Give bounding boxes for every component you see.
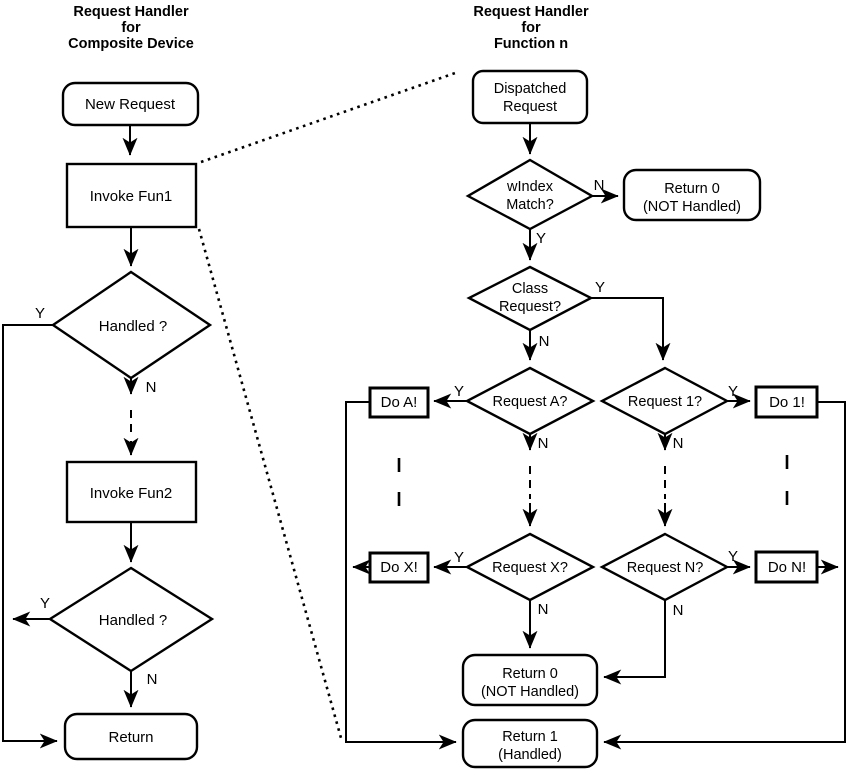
node-request-n-label: Request N?	[627, 560, 704, 576]
request-1-yes-label: Y	[728, 383, 738, 400]
node-invoke-fun2-label: Invoke Fun2	[90, 485, 173, 502]
node-do-x	[368, 551, 430, 584]
windex-no-label: N	[594, 177, 605, 194]
node-handled-1-label: Handled ?	[99, 318, 167, 335]
right-title-line1: Request Handler	[473, 4, 589, 20]
node-return1	[461, 718, 599, 769]
edge-class-yes-to-request1	[591, 297, 671, 361]
edge-requestn-no-to-return0	[603, 600, 666, 685]
request-a-no-label: N	[538, 435, 549, 452]
request-1-no-label: N	[673, 435, 684, 452]
node-return0-top	[622, 168, 762, 222]
node-do-a-label: Do A!	[381, 394, 418, 411]
node-dispatched-line2: Request	[503, 99, 557, 115]
node-do-n-label: Do N!	[768, 559, 806, 576]
node-return1-line2: (Handled)	[498, 747, 562, 763]
request-x-yes-label: Y	[454, 549, 464, 566]
node-request-x-label: Request X?	[492, 560, 568, 576]
left-title-line3: Composite Device	[68, 36, 194, 52]
edge-doa-to-return1	[345, 401, 457, 750]
node-invoke-fun2	[65, 460, 198, 524]
edge-handled1-yes-to-return	[2, 324, 58, 749]
node-return0-bottom-line1: Return 0	[502, 666, 558, 682]
node-windex-line1: wIndex	[506, 179, 554, 195]
node-return-label: Return	[108, 729, 153, 746]
node-return0-top-line1: Return 0	[664, 181, 720, 197]
request-n-yes-label: Y	[728, 548, 738, 565]
node-return	[63, 712, 199, 761]
node-return0-bottom	[461, 653, 599, 707]
node-request-a-label: Request A?	[493, 394, 568, 410]
node-return0-top-line2: (NOT Handled)	[643, 199, 741, 215]
handled1-no-label: N	[146, 379, 157, 396]
request-n-no-label: N	[673, 602, 684, 619]
node-class-line2: Request?	[499, 299, 561, 315]
node-windex-line2: Match?	[506, 197, 554, 213]
handled2-yes-label: Y	[40, 595, 50, 612]
node-class-line1: Class	[512, 281, 548, 297]
class-yes-label: Y	[595, 279, 605, 296]
node-invoke-fun1	[65, 162, 198, 229]
left-title-line2: for	[121, 20, 141, 36]
node-do-1-label: Do 1!	[769, 394, 805, 411]
class-no-label: N	[539, 333, 550, 350]
node-return0-bottom-line2: (NOT Handled)	[481, 684, 579, 700]
node-return1-line1: Return 1	[502, 729, 558, 745]
right-title-line2: for	[521, 20, 541, 36]
handled2-no-label: N	[147, 671, 158, 688]
request-x-no-label: N	[538, 601, 549, 618]
node-do-x-label: Do X!	[380, 559, 418, 576]
request-a-yes-label: Y	[454, 383, 464, 400]
node-dispatched-request	[471, 69, 589, 125]
dotted-zoom-line-bottom	[197, 228, 343, 739]
node-new-request-label: New Request	[85, 96, 176, 113]
handled1-yes-label: Y	[35, 305, 45, 322]
windex-yes-label: Y	[536, 230, 546, 247]
edge-do1-to-return1	[603, 401, 846, 750]
node-invoke-fun1-label: Invoke Fun1	[90, 188, 173, 205]
left-title-line1: Request Handler	[73, 4, 189, 20]
node-dispatched-line1: Dispatched	[494, 81, 567, 97]
right-title-line3: Function n	[494, 36, 568, 52]
node-request-1-label: Request 1?	[628, 394, 702, 410]
node-handled-2-label: Handled ?	[99, 612, 167, 629]
node-do-1	[754, 385, 819, 419]
right-flowchart: Request Handler for Function n Dispatche…	[345, 4, 846, 769]
left-flowchart: Request Handler for Composite Device New…	[2, 4, 215, 761]
dotted-zoom-line-top	[200, 70, 459, 164]
